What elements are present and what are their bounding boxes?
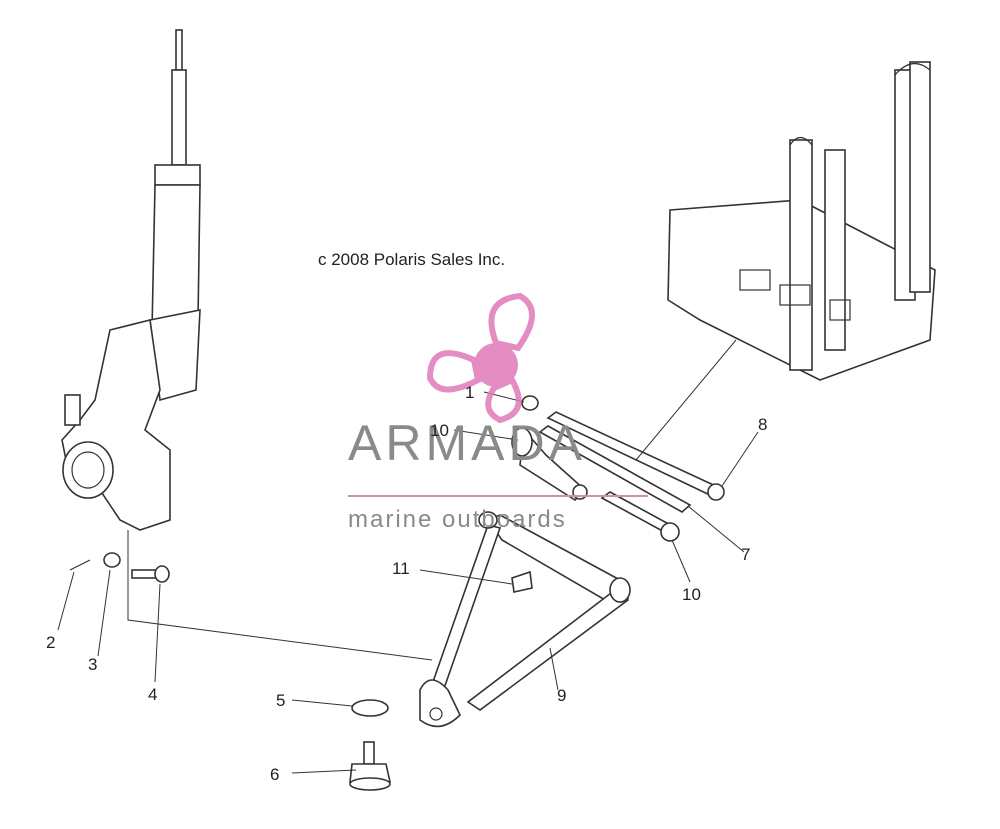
callout-6: 6 [270,765,280,784]
copyright-text: c 2008 Polaris Sales Inc. [318,250,506,269]
callout-7: 7 [741,545,751,564]
callout-1: 1 [465,383,475,402]
watermark-title: ARMADA [348,415,586,471]
nut-part [521,395,539,411]
shock-absorber [149,29,201,402]
callout-9: 9 [557,686,567,705]
callout-2: 2 [46,633,56,652]
watermark-rule [348,495,648,497]
washer-part [103,552,121,568]
cotter-pin-part [69,559,91,571]
watermark-subtitle: marine outboards [348,506,567,533]
ball-joint-part [349,741,391,791]
callout-5: 5 [276,691,286,710]
vehicle-frame [667,61,936,381]
bolt-part [131,565,170,583]
leader-lines [57,339,759,774]
callout-3: 3 [88,655,98,674]
callout-4: 4 [148,685,158,704]
callout-10-lower: 10 [682,585,701,604]
grease-fitting-part [511,570,533,593]
pivot-tubes [511,411,725,542]
callout-11: 11 [392,559,410,578]
retaining-ring-part [351,699,389,717]
callout-8: 8 [758,415,768,434]
callout-10-upper: 10 [430,421,449,440]
steering-knuckle [61,319,171,531]
a-arm [419,511,631,728]
propeller-logo-icon [426,292,535,424]
